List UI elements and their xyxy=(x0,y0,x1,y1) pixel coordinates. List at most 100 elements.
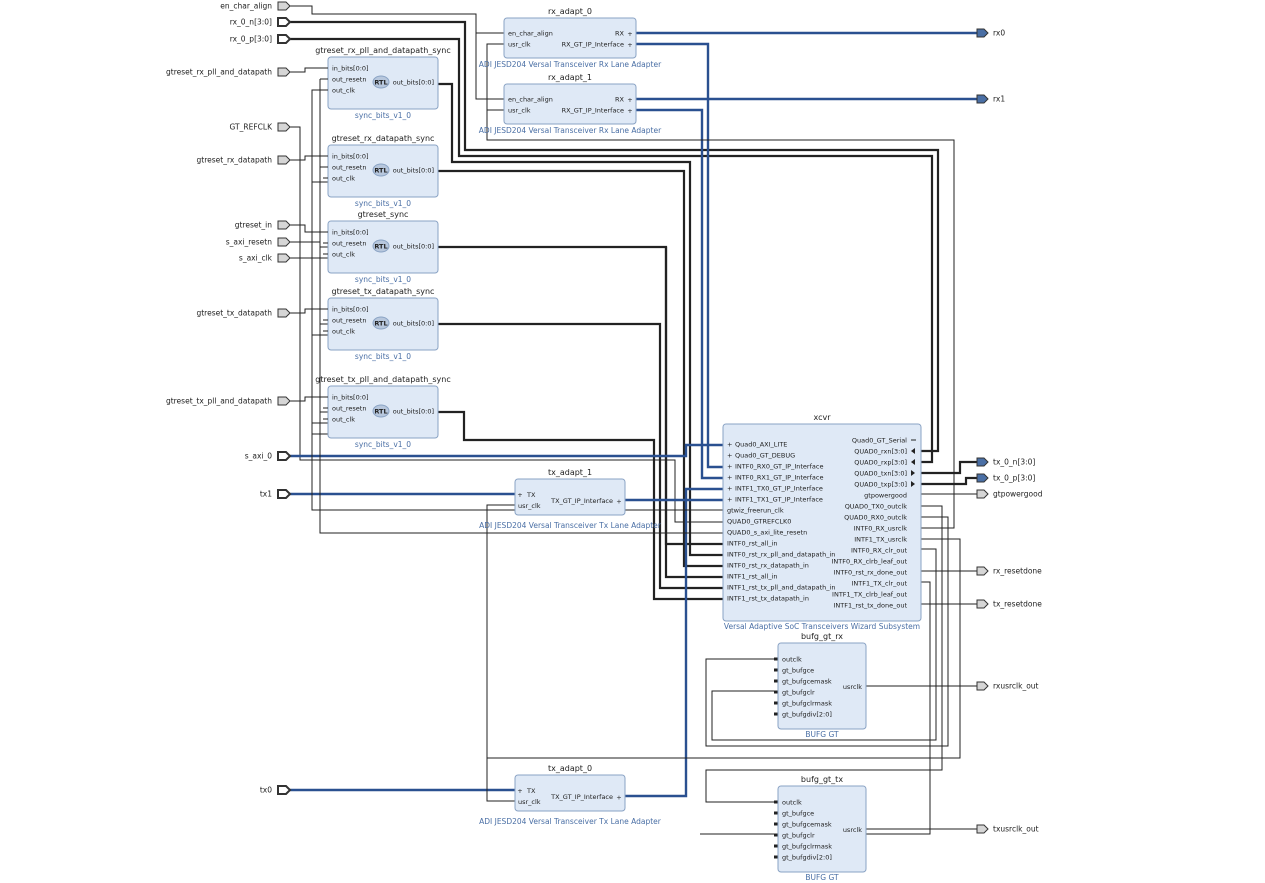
pin-label: Quad0_GT_DEBUG xyxy=(735,452,795,460)
pin-label: INTF0_RX_clrb_leaf_out xyxy=(832,558,908,566)
port-en-char-align[interactable]: en_char_align xyxy=(220,1,291,11)
wire-tx-0-p xyxy=(921,476,977,486)
block-body[interactable] xyxy=(514,774,626,812)
port-s-axi-clk[interactable]: s_axi_clk xyxy=(239,253,291,263)
block-txa0[interactable]: tx_adapt_0+TXusr_clkTX_GT_IP_Interface+A… xyxy=(479,764,662,826)
block-body[interactable] xyxy=(777,642,867,730)
pin-label: out_bits[0:0] xyxy=(393,79,434,87)
port-s-axi-resetn[interactable]: s_axi_resetn xyxy=(226,237,291,247)
block-rxa1[interactable]: rx_adapt_1en_char_alignusr_clkRX+RX_GT_I… xyxy=(479,73,662,135)
in-arrow-icon xyxy=(911,448,915,454)
block-body[interactable] xyxy=(777,785,867,873)
wire-sync-in-4 xyxy=(290,396,328,402)
port-tx-0-p[interactable]: tx_0_p[3:0] xyxy=(976,473,1035,483)
ports-layer: en_char_align rx_0_n[3:0] rx_0_p[3:0]gtres… xyxy=(166,1,1043,834)
pin-label: usrclk xyxy=(843,826,862,834)
block-body[interactable] xyxy=(503,17,637,59)
port-arrow-icon xyxy=(976,489,989,499)
port-gtreset-rx-datapath[interactable]: gtreset_rx_datapath xyxy=(197,155,291,165)
block-subtitle: sync_bits_v1_0 xyxy=(355,275,411,284)
pin-label: INTF0_RX_usrclk xyxy=(854,525,908,533)
port-txusrclk-out[interactable]: txusrclk_out xyxy=(976,824,1039,834)
bus-plus-icon: + xyxy=(727,463,732,471)
block-body[interactable] xyxy=(722,423,922,622)
wire-rx-0-p xyxy=(290,37,934,464)
pin-label: out_bits[0:0] xyxy=(393,167,434,175)
block-bufgrx[interactable]: bufg_gt_rxoutclkgt_bufgcegt_bufgcemaskgt… xyxy=(777,632,867,739)
port-label: rxusrclk_out xyxy=(993,682,1039,691)
wire-en-char-align xyxy=(290,5,504,34)
port-gtreset-tx-datapath[interactable]: gtreset_tx_datapath xyxy=(196,308,291,318)
port-rx-resetdone[interactable]: rx_resetdone xyxy=(976,566,1042,576)
pin-label: out_resetn xyxy=(332,240,366,248)
port-rx1[interactable]: rx1 xyxy=(976,94,1005,104)
pin-label: TX_GT_IP_Interface xyxy=(550,497,613,505)
port-label: en_char_align xyxy=(220,2,272,11)
pin-label: usr_clk xyxy=(508,107,531,115)
port-gtpowergood[interactable]: gtpowergood xyxy=(976,489,1043,499)
port-gtreset-tx-pll-and-datapath[interactable]: gtreset_tx_pll_and_datapath xyxy=(166,396,291,406)
rtl-text: RTL xyxy=(374,320,387,328)
port-rx0[interactable]: rx0 xyxy=(976,28,1005,38)
port-arrow-icon xyxy=(277,220,291,230)
pin-label: out_clk xyxy=(332,87,355,95)
port-rx-0-n[interactable]: rx_0_n[3:0] xyxy=(230,17,292,27)
pin-label: gt_bufgce xyxy=(782,667,814,675)
pin-label: in_bits[0:0] xyxy=(332,306,369,314)
block-sync5[interactable]: gtreset_tx_pll_and_datapath_syncin_bits[… xyxy=(315,375,451,449)
block-sync2[interactable]: gtreset_rx_datapath_syncin_bits[0:0]out_… xyxy=(323,134,439,208)
pin-label: gt_bufgdiv[2:0] xyxy=(782,854,832,862)
pin-label: INTF1_rst_tx_datapath_in xyxy=(727,595,809,603)
block-bufgtx[interactable]: bufg_gt_txoutclkgt_bufgcegt_bufgcemaskgt… xyxy=(777,775,867,882)
port-tx-resetdone[interactable]: tx_resetdone xyxy=(976,599,1042,609)
port-s-axi-0[interactable]: s_axi_0 xyxy=(245,451,292,461)
wire-resetn-bus xyxy=(319,79,328,424)
port-arrow-icon xyxy=(277,17,292,27)
pin-label: QUAD0_RX0_outclk xyxy=(844,514,907,522)
wire-sync-out-0 xyxy=(438,82,723,557)
pin-label: gt_bufgdiv[2:0] xyxy=(782,711,832,719)
block-sync3[interactable]: gtreset_syncin_bits[0:0]out_resetnout_cl… xyxy=(323,210,439,284)
block-rxa0[interactable]: rx_adapt_0en_char_alignusr_clkRX+RX_GT_I… xyxy=(479,7,662,69)
block-subtitle: sync_bits_v1_0 xyxy=(355,111,411,120)
pin-stub xyxy=(774,844,778,848)
port-tx-0-n[interactable]: tx_0_n[3:0] xyxy=(976,457,1035,467)
port-gtreset-rx-pll-and-datapath[interactable]: gtreset_rx_pll_and_datapath xyxy=(166,67,291,77)
block-body[interactable] xyxy=(503,83,637,125)
pin-label: usrclk xyxy=(843,683,862,691)
pin-label: out_clk xyxy=(332,251,355,259)
port-arrow-icon xyxy=(277,451,292,461)
port-rx-0-p[interactable]: rx_0_p[3:0] xyxy=(230,34,292,44)
block-title: tx_adapt_1 xyxy=(548,468,592,477)
block-title: gtreset_tx_pll_and_datapath_sync xyxy=(315,375,451,384)
port-rxusrclk-out[interactable]: rxusrclk_out xyxy=(976,681,1039,691)
port-arrow-icon xyxy=(277,34,292,44)
port-label: rx_resetdone xyxy=(993,567,1042,576)
pin-label: INTF0_RX1_GT_IP_Interface xyxy=(735,474,823,482)
port-label: tx_0_n[3:0] xyxy=(993,458,1035,467)
rtl-text: RTL xyxy=(374,408,387,416)
port-arrow-icon xyxy=(277,237,291,247)
pin-label: INTF0_rst_all_in xyxy=(727,540,778,548)
block-xcvr[interactable]: xcvr+Quad0_AXI_LITE+Quad0_GT_DEBUG+INTF0… xyxy=(722,413,922,631)
block-body[interactable] xyxy=(514,478,626,516)
wire-rx0-outclk xyxy=(705,516,949,747)
block-sync4[interactable]: gtreset_tx_datapath_sync in_bits[0:0] out_… xyxy=(323,287,439,361)
block-title: gtreset_tx_datapath_sync xyxy=(332,287,435,296)
port-arrow-icon xyxy=(277,1,291,11)
block-txa1[interactable]: tx_adapt_1+TXusr_clkTX_GT_IP_Interface+A… xyxy=(479,468,662,530)
pin-stub xyxy=(774,811,778,815)
port-tx1[interactable]: tx1 xyxy=(260,489,292,499)
pin-label: out_resetn xyxy=(332,317,366,325)
rtl-icon: RTL xyxy=(372,163,390,177)
wire-s-axi-resetn xyxy=(290,241,328,248)
rtl-bg xyxy=(372,163,390,177)
block-sync1[interactable]: gtreset_rx_pll_and_datapath_syncin_bits[… xyxy=(315,46,450,120)
pin-label: INTF0_rst_rx_done_out xyxy=(834,569,908,577)
port-gtreset-in[interactable]: gtreset_in xyxy=(235,220,291,230)
pin-label: gt_bufgclr xyxy=(782,832,815,840)
bus-plus-icon: + xyxy=(517,491,522,499)
port-tx0[interactable]: tx0 xyxy=(260,785,292,795)
port-GT-REFCLK[interactable]: GT_REFCLK xyxy=(230,122,291,132)
